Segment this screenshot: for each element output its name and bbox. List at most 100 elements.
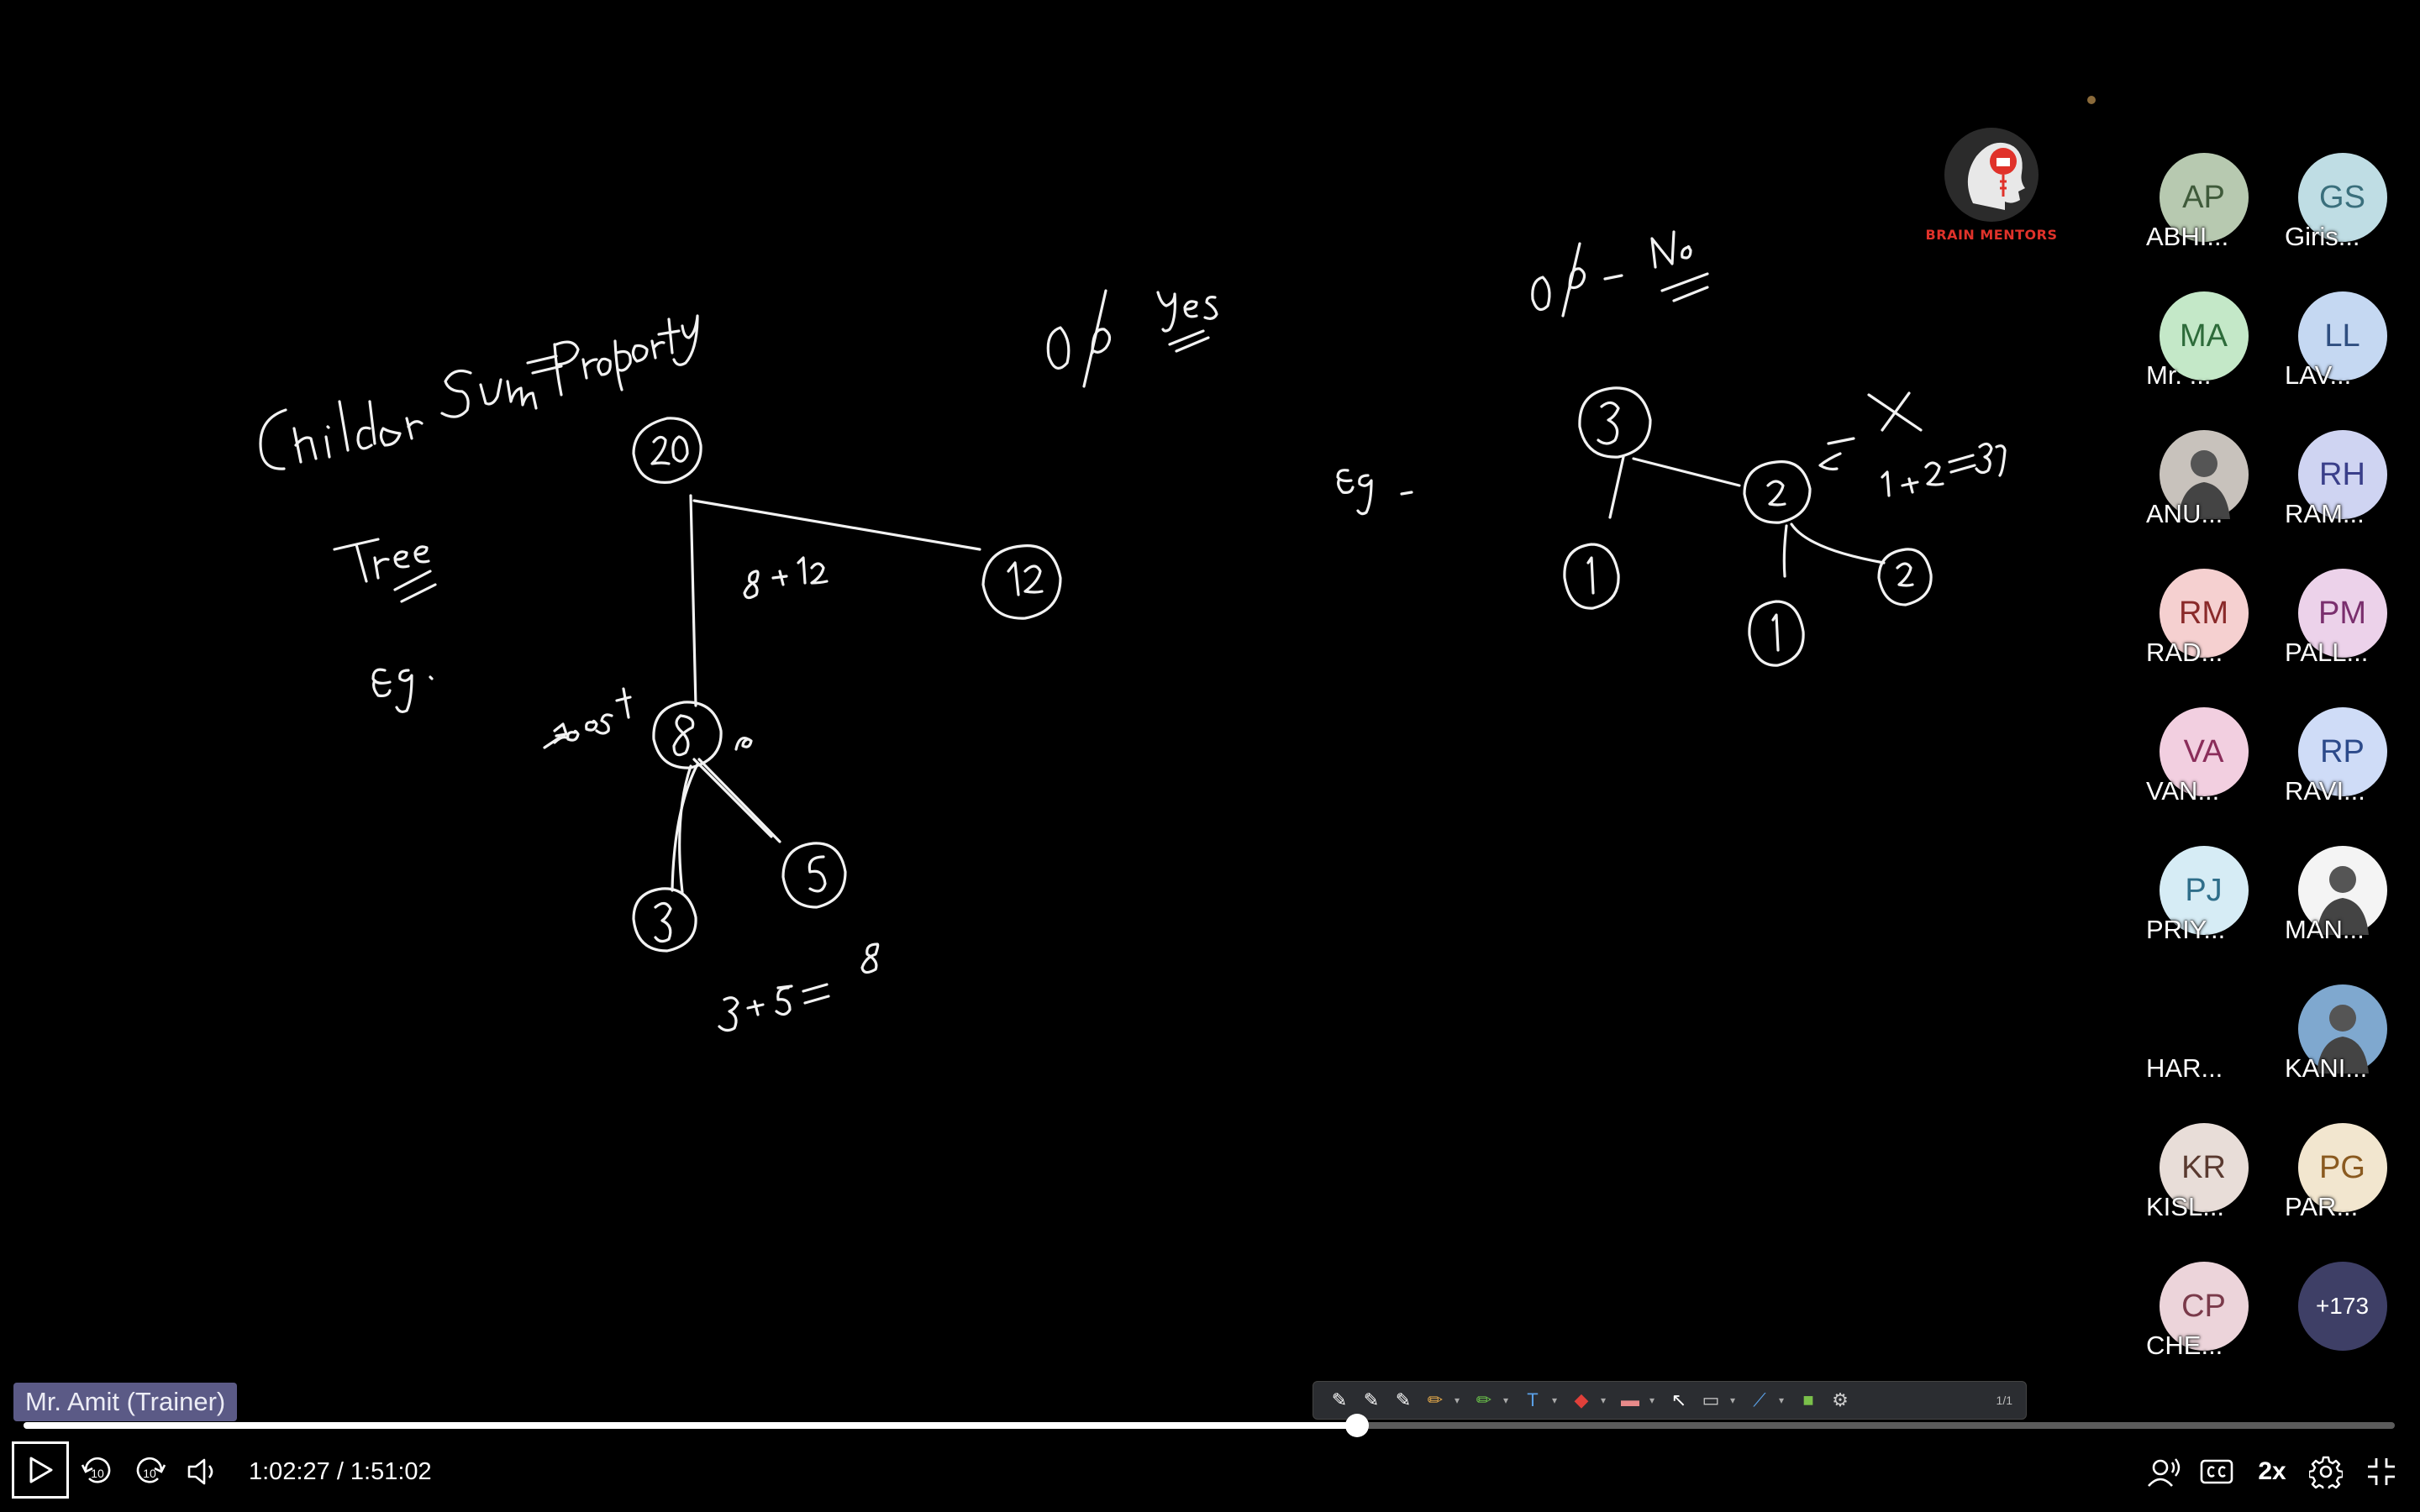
avatar-initials: RM <box>2159 569 2249 658</box>
handwriting-eg-left <box>371 668 434 713</box>
participant-name: Giris... <box>2285 222 2360 251</box>
pen-blue-icon[interactable]: ✎ <box>1363 1389 1380 1410</box>
captions-button[interactable] <box>2195 1441 2238 1502</box>
participant-name: VAN... <box>2146 776 2220 806</box>
eraser-icon[interactable]: ▬ <box>1621 1389 1639 1410</box>
chevron-down-icon[interactable]: ▾ <box>1649 1394 1655 1406</box>
chevron-down-icon[interactable]: ▾ <box>1601 1394 1607 1406</box>
participant-name: CHE... <box>2146 1331 2223 1360</box>
text-icon[interactable]: T <box>1527 1389 1539 1410</box>
participant-name: RAM... <box>2285 499 2365 528</box>
handwriting-root-label <box>543 687 632 749</box>
highlighter-icon[interactable]: ✏ <box>1476 1389 1492 1410</box>
laser-icon[interactable]: ⟋ <box>1753 1389 1766 1410</box>
avatar-initials: PG <box>2297 1123 2387 1212</box>
avatar-photo <box>2297 846 2387 935</box>
handwriting-output-yes <box>1046 289 1218 388</box>
page-indicator: 1/1 <box>1996 1394 2012 1407</box>
speaking-person-icon <box>2148 1458 2181 1487</box>
participant-name: LAV... <box>2285 360 2352 390</box>
chevron-down-icon[interactable]: ▾ <box>1730 1394 1736 1406</box>
participant-tile[interactable]: HAR... <box>2134 984 2273 1083</box>
more-participants-count: +173 <box>2297 1262 2387 1351</box>
forward-10-icon: 10 <box>136 1457 166 1483</box>
avatar-initials: GS <box>2297 153 2387 242</box>
participant-name: RAVI... <box>2285 776 2365 806</box>
participant-name: RAD... <box>2146 638 2223 667</box>
gear-icon <box>2309 1456 2343 1488</box>
participant-tile[interactable]: +173 <box>2273 1262 2412 1351</box>
avatar-photo <box>2159 430 2249 519</box>
play-icon <box>29 1457 53 1483</box>
participant-name: PRIY... <box>2146 915 2226 944</box>
ink-toolbar: ✎ ✎ ✎ ✏ ▾ ✏ ▾ T ▾ ◆ ▾ ▬ ▾ ↖ ▭ ▾ ⟋ ▾ ■ ⚙ 1/1 <box>1313 1381 2027 1420</box>
skip-back-seconds: 10 <box>91 1467 104 1480</box>
participant-name: MAN... <box>2285 915 2365 944</box>
avatar-initials: LL <box>2297 291 2387 381</box>
seek-bar-played <box>24 1422 1358 1429</box>
settings-gear-icon[interactable]: ⚙ <box>1832 1389 1849 1410</box>
player-controls: 10 10 1:02:27 / 1:51:02 2x <box>0 1441 2420 1502</box>
chevron-down-icon[interactable]: ▾ <box>1455 1394 1460 1406</box>
logo-text: BRAIN MENTORS <box>1925 227 2058 243</box>
speaker-icon <box>187 1458 213 1485</box>
participant-tile[interactable]: MAN... <box>2273 846 2412 944</box>
right-tree-diagram <box>1563 386 1933 667</box>
skip-forward-button[interactable]: 10 <box>129 1441 170 1502</box>
avatar-photo <box>2297 984 2387 1074</box>
volume-button[interactable] <box>182 1441 224 1502</box>
shapes-icon[interactable]: ◆ <box>1574 1389 1589 1410</box>
pointer-icon[interactable]: ↖ <box>1670 1389 1687 1410</box>
avatar-initials: MA <box>2159 291 2249 381</box>
pen-red-icon[interactable]: ✎ <box>1331 1389 1348 1410</box>
seek-bar[interactable] <box>24 1414 2395 1437</box>
fullscreen-exit-button[interactable] <box>2360 1441 2403 1502</box>
pencil-icon[interactable]: ✏ <box>1427 1389 1444 1410</box>
skip-back-button[interactable]: 10 <box>77 1441 118 1502</box>
logo-head-icon <box>1944 128 2039 222</box>
avatar-initials: RH <box>2297 430 2387 519</box>
participant-tile[interactable]: ANU... <box>2134 430 2273 528</box>
avatar-initials: AP <box>2159 153 2249 242</box>
handwriting-not-equal-note <box>1818 391 2007 497</box>
presenter-label: Mr. Amit (Trainer) <box>13 1383 238 1421</box>
avatar-initials: RP <box>2297 707 2387 796</box>
avatar-initials: VA <box>2159 707 2249 796</box>
time-display: 1:02:27 / 1:51:02 <box>249 1457 432 1485</box>
skip-forward-seconds: 10 <box>143 1467 156 1480</box>
settings-button[interactable] <box>2304 1441 2348 1502</box>
chevron-down-icon[interactable]: ▾ <box>1503 1394 1509 1406</box>
seek-handle[interactable] <box>1345 1414 1370 1437</box>
pen-dark-icon[interactable]: ✎ <box>1395 1389 1412 1410</box>
participant-tile[interactable]: KANI... <box>2273 984 2412 1083</box>
recording-dot <box>2087 96 2096 104</box>
avatar-initials: CP <box>2159 1262 2249 1351</box>
playback-speed-button[interactable]: 2x <box>2258 1457 2286 1485</box>
select-box-icon[interactable]: ▭ <box>1702 1389 1720 1410</box>
background-color-icon[interactable]: ■ <box>1802 1389 1814 1410</box>
collapse-icon <box>2368 1458 2395 1485</box>
handwriting-output-no <box>1531 230 1709 318</box>
participant-name: ANU... <box>2146 499 2223 528</box>
participant-name: KANI... <box>2285 1053 2368 1083</box>
play-button[interactable] <box>12 1441 69 1499</box>
handwriting-8-plus-12 <box>743 556 829 600</box>
avatar-initials: PJ <box>2159 846 2249 935</box>
chevron-down-icon[interactable]: ▾ <box>1552 1394 1558 1406</box>
chevron-down-icon[interactable]: ▾ <box>1779 1394 1785 1406</box>
audio-description-button[interactable] <box>2143 1441 2185 1502</box>
